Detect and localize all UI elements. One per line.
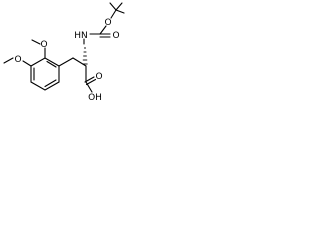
atom-label-hydroxyl: OH xyxy=(88,93,102,103)
bond-lines xyxy=(3,2,125,93)
bond-oxygen-to-carbamate-carbon xyxy=(99,25,107,35)
benzene-ring xyxy=(30,57,60,91)
bond-tbu-to-oxygen xyxy=(110,9,117,19)
bond-top-methoxy-methyl xyxy=(31,39,41,45)
bond-acid-carbonyl-1 xyxy=(84,76,95,83)
ring-inner-double-1 xyxy=(46,60,57,68)
bond-left-methoxy-methyl xyxy=(3,57,14,64)
atom-label-hn: HN xyxy=(74,31,88,41)
stereo-hashed-bond xyxy=(82,47,88,65)
bond-tbu-right xyxy=(115,9,125,14)
bond-gamma-to-ring xyxy=(58,57,74,67)
atom-label-carbamate-ester-oxygen: O xyxy=(104,18,111,28)
bond-beta-to-gamma xyxy=(72,57,87,67)
atom-label-top-methoxy-oxygen: O xyxy=(40,40,47,50)
bond-tbu-top-left xyxy=(109,2,117,11)
bond-acid-carbonyl-2 xyxy=(85,78,97,86)
bond-ring-to-left-methoxy-oxygen xyxy=(22,60,32,67)
atom-labels: HN O O O OH O O xyxy=(14,18,119,103)
atom-label-acid-carbonyl-oxygen: O xyxy=(95,72,102,82)
bond-tbu-top-right xyxy=(115,2,123,11)
atom-label-left-methoxy-oxygen: O xyxy=(14,55,21,65)
ring-inner-double-3 xyxy=(44,79,57,88)
atom-label-carbamate-carbonyl-oxygen: O xyxy=(112,31,119,41)
chemical-structure-diagram: HN O O O OH O O xyxy=(3,2,125,103)
